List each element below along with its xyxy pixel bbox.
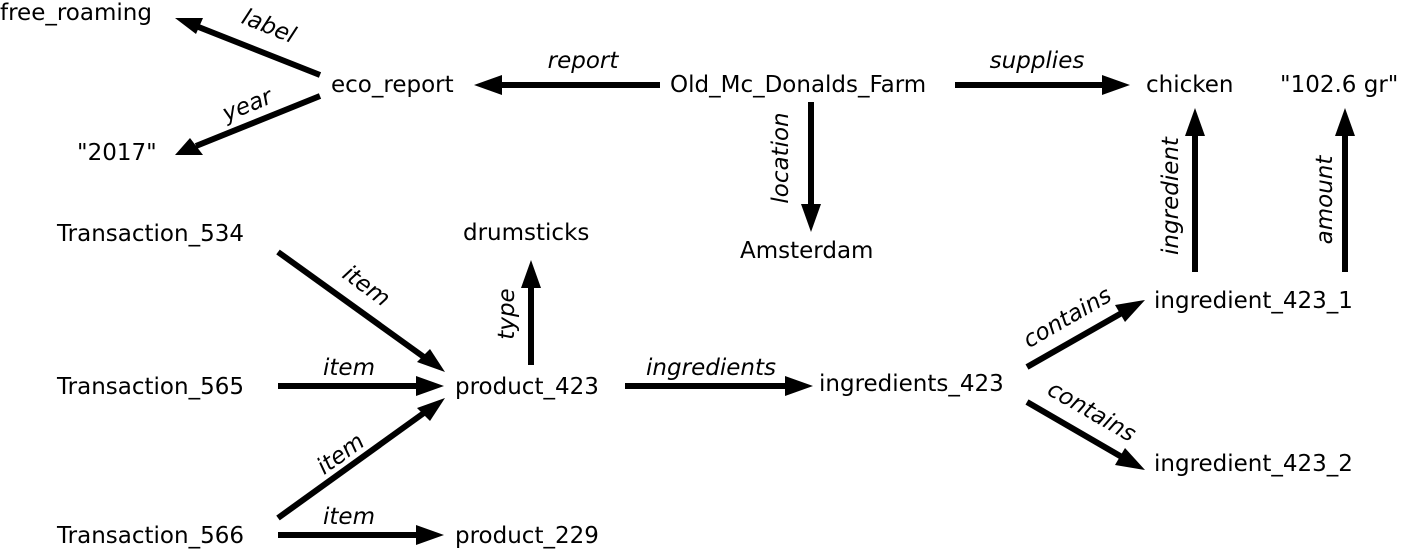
edge-label-type: type — [494, 288, 520, 339]
edge-label-label: label — [238, 4, 300, 49]
edge-item-566-product-229-arrow — [278, 525, 444, 545]
node-transaction-565: Transaction_565 — [56, 374, 244, 400]
edge-report-arrow — [474, 75, 660, 95]
edge-label-year: year — [218, 83, 278, 127]
edge-location-arrow — [801, 102, 821, 232]
edges — [175, 18, 1355, 545]
edge-label-report: report — [548, 48, 620, 74]
edge-label-ingredients: ingredients — [646, 355, 776, 381]
edge-ingredients-arrow — [625, 376, 813, 396]
edge-supplies-arrow — [955, 75, 1130, 95]
node-amount-value: "102.6 gr" — [1280, 72, 1398, 98]
node-eco-report: eco_report — [331, 72, 454, 98]
node-ingredient-423-1: ingredient_423_1 — [1154, 288, 1353, 314]
node-ingredient-423-2: ingredient_423_2 — [1154, 451, 1353, 477]
edge-amount-arrow — [1335, 108, 1355, 272]
edge-label-location: location — [768, 112, 794, 203]
edge-contains-1-arrow — [1025, 300, 1145, 370]
edge-year-arrow — [175, 93, 322, 155]
node-drumsticks: drumsticks — [463, 220, 589, 246]
edge-label-amount: amount — [1312, 155, 1338, 245]
node-chicken: chicken — [1146, 72, 1234, 98]
node-old-mc-donalds-farm: Old_Mc_Donalds_Farm — [670, 72, 926, 98]
edge-item-566-product-423-arrow — [276, 398, 445, 521]
edge-label-arrow — [175, 18, 322, 78]
edge-label-supplies: supplies — [990, 48, 1085, 74]
node-free-roaming: free_roaming — [0, 0, 152, 26]
node-ingredients-423: ingredients_423 — [819, 371, 1004, 397]
node-year-2017: "2017" — [77, 140, 157, 166]
node-transaction-534: Transaction_534 — [56, 221, 244, 247]
edge-type-arrow — [521, 260, 541, 365]
node-product-423: product_423 — [455, 374, 599, 400]
edge-item-534-arrow — [276, 249, 445, 372]
edge-ingredient-arrow — [1185, 108, 1205, 272]
edge-label-item-566-product-229: item — [323, 504, 375, 530]
node-transaction-566: Transaction_566 — [56, 523, 244, 549]
edge-item-565-arrow — [278, 376, 444, 396]
edge-label-ingredient: ingredient — [1158, 136, 1184, 255]
edge-contains-2-arrow — [1025, 399, 1145, 470]
node-amsterdam: Amsterdam — [740, 238, 873, 264]
node-product-229: product_229 — [455, 523, 599, 549]
edge-label-item-565: item — [323, 355, 375, 381]
